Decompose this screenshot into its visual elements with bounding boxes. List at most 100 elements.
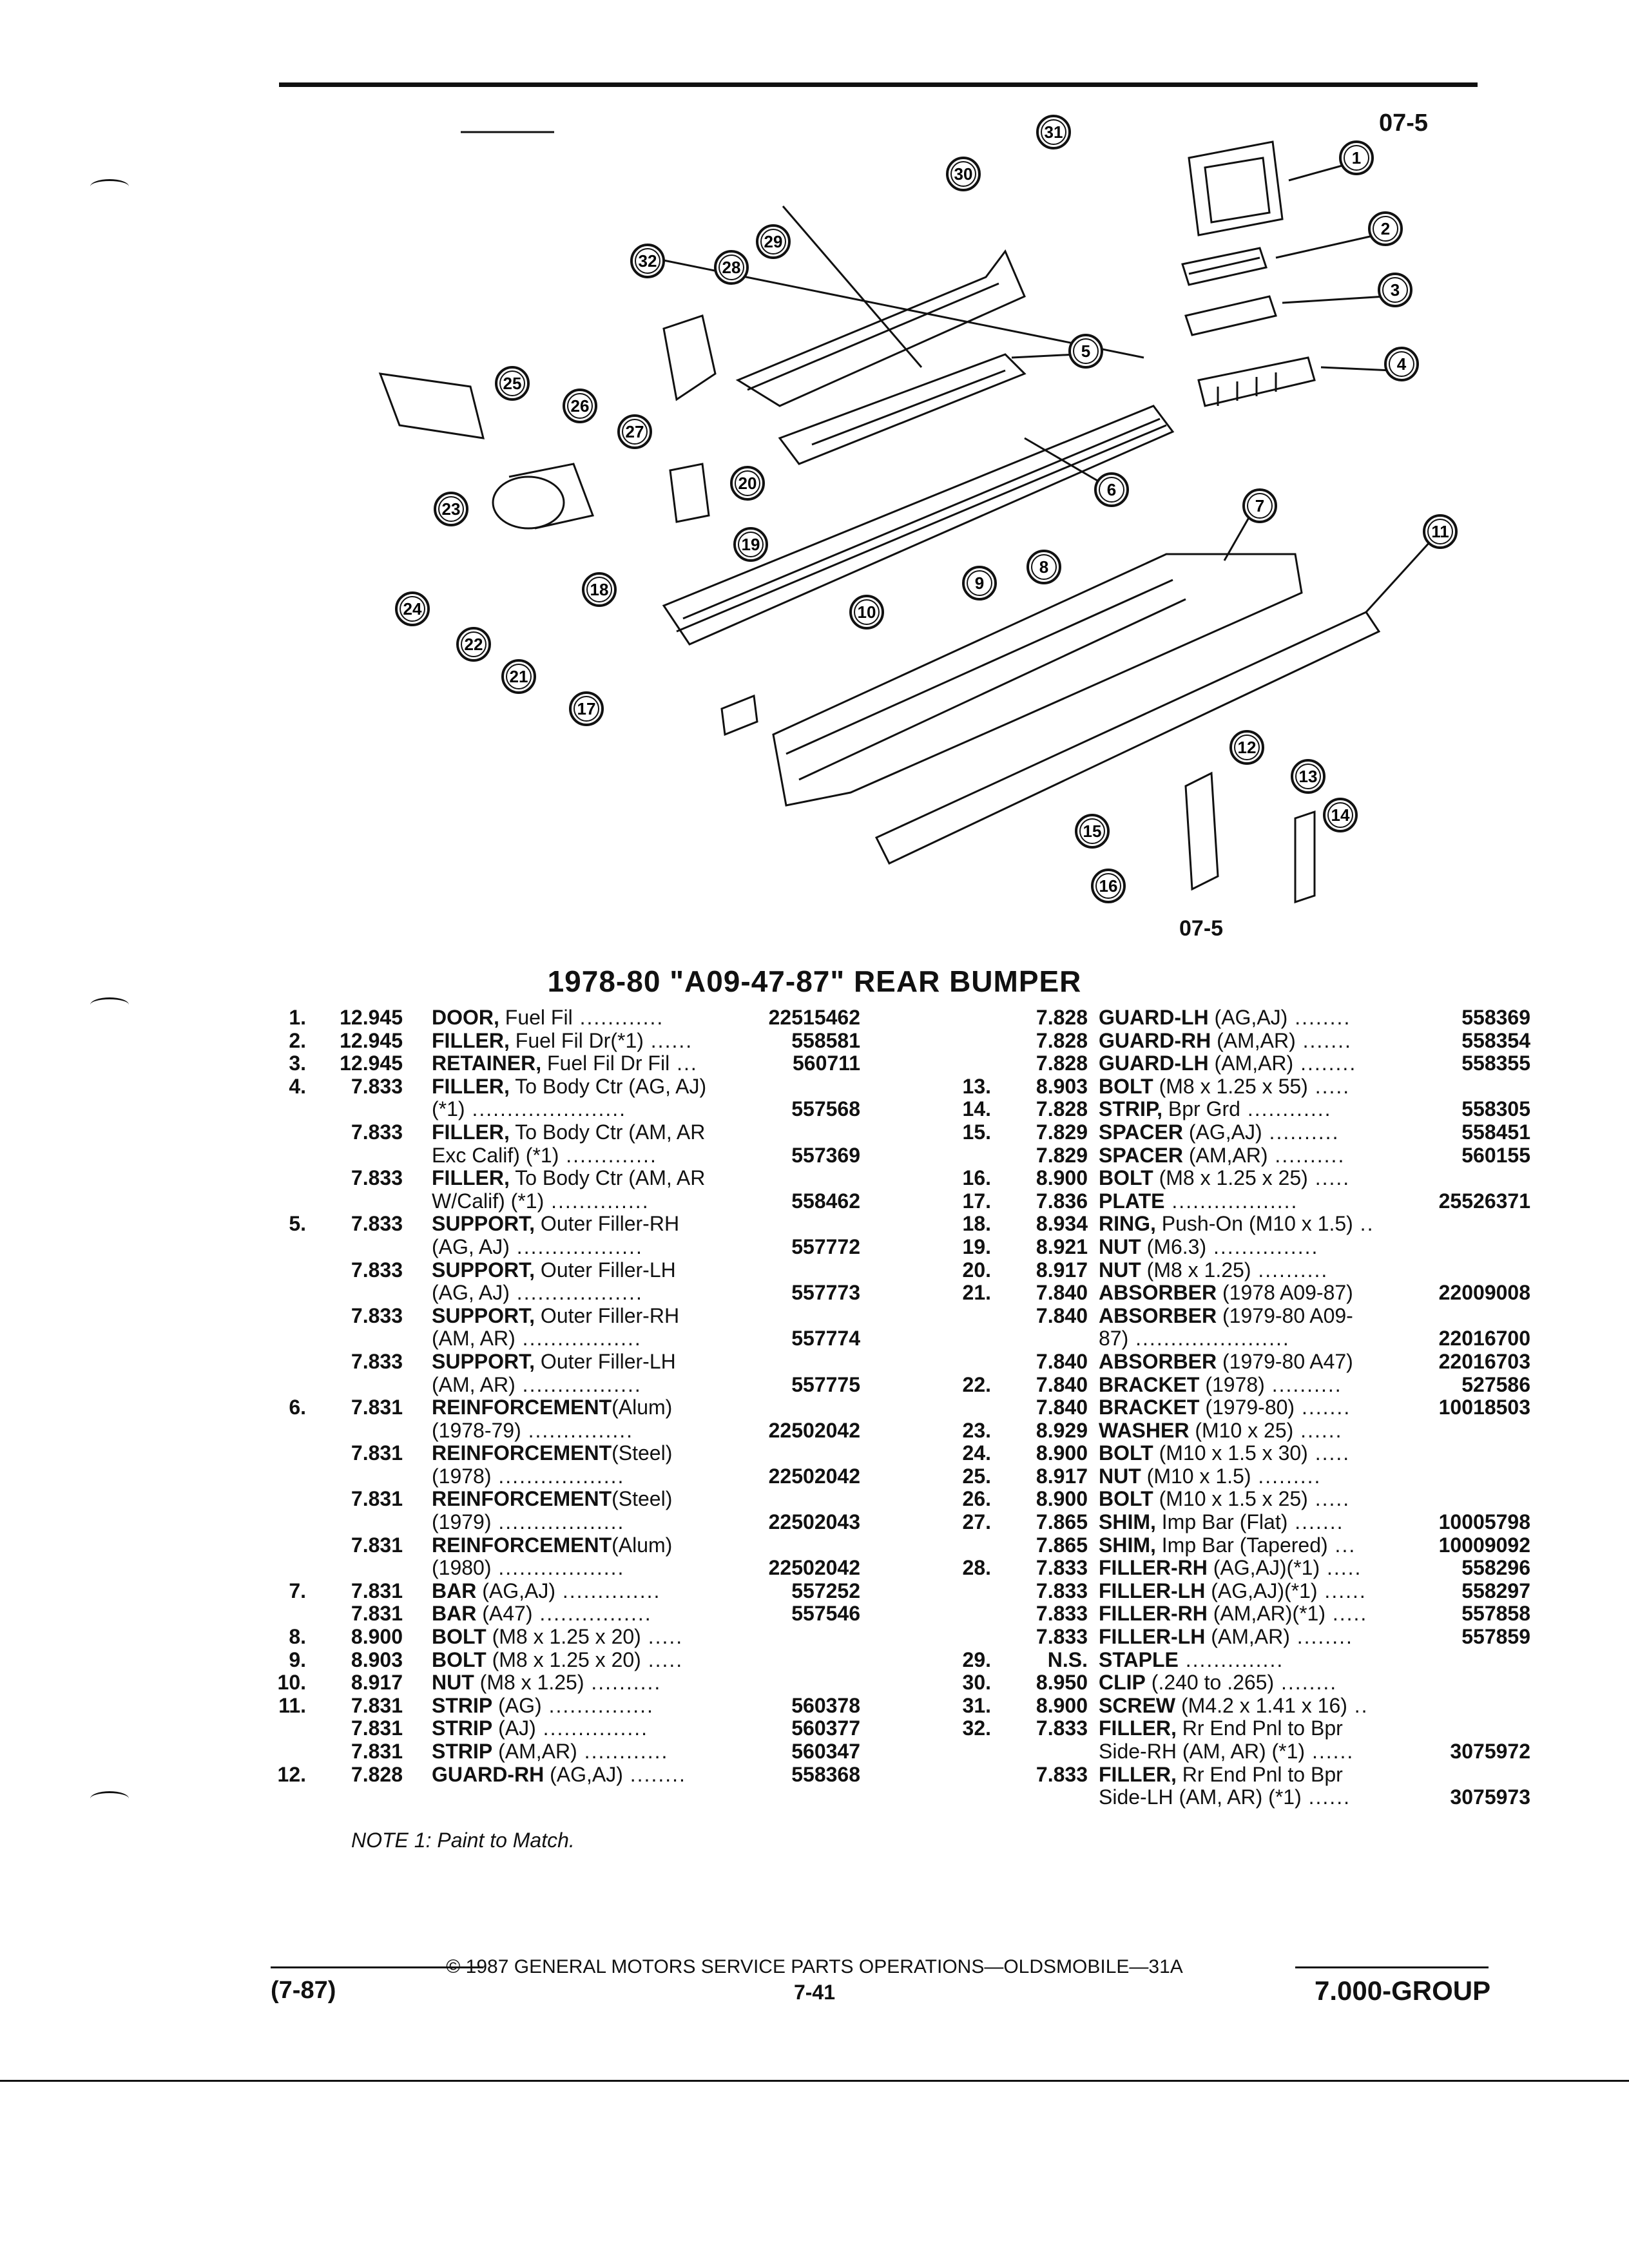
part-number: 560378 — [791, 1693, 860, 1717]
item-detail: (M10 x 1.5 x 25) — [1153, 1488, 1308, 1511]
item-name: SUPPORT, — [432, 1213, 535, 1236]
callout-label: 7 — [1255, 496, 1264, 515]
item-number: 25. — [962, 1464, 991, 1488]
item-detail: Fuel Fil Dr(*1) — [509, 1029, 644, 1052]
group-code: 7.828 — [351, 1762, 403, 1786]
leader-dots: ................. — [515, 1373, 642, 1396]
item-name: SUPPORT, — [432, 1304, 535, 1327]
part-number: 557369 — [791, 1143, 860, 1167]
group-code: 7.840 — [1036, 1281, 1088, 1305]
part-number: 22515462 — [768, 1006, 860, 1029]
part-number: 558369 — [1461, 1006, 1530, 1029]
item-name: ABSORBER — [1099, 1350, 1217, 1373]
part-number: 3075973 — [1450, 1785, 1530, 1809]
part-number: 560377 — [791, 1716, 860, 1740]
item-number: 9. — [289, 1648, 306, 1671]
callout-label: 15 — [1083, 822, 1102, 841]
callout-label: 1 — [1352, 148, 1361, 168]
callout-label: 13 — [1299, 767, 1318, 786]
item-name: SHIM, — [1099, 1511, 1156, 1534]
part-number: 22009008 — [1438, 1281, 1530, 1305]
callout-20: 20 — [730, 466, 765, 501]
item-detail: (A47) — [476, 1602, 533, 1626]
part-number: 557252 — [791, 1579, 860, 1602]
group-code: 7.831 — [351, 1396, 403, 1419]
group-code: 12.945 — [340, 1006, 403, 1029]
callout-26: 26 — [563, 389, 597, 423]
item-name: BRACKET — [1099, 1373, 1200, 1396]
group-code: 8.903 — [351, 1648, 403, 1671]
leader-dots: ... — [1327, 1533, 1356, 1557]
item-description: BOLT (M8 x 1.25 x 25) ..... — [1099, 1167, 1447, 1190]
item-description: FILLER-LH (AM,AR) ........ — [1099, 1626, 1447, 1649]
item-description: SPACER (AM,AR) .......... — [1099, 1144, 1447, 1168]
callout-label: 17 — [577, 699, 596, 718]
end-panel-filler-shape — [662, 314, 717, 401]
footer-rule-right — [1295, 1966, 1489, 1968]
item-detail: W/Calif) (*1) — [432, 1189, 545, 1213]
part-number: 558462 — [791, 1189, 860, 1213]
leader-dots: ............ — [572, 1006, 664, 1029]
item-description: RETAINER, Fuel Fil Dr Fil ... — [432, 1052, 767, 1075]
callout-29: 29 — [756, 224, 791, 259]
callout-label: 18 — [590, 580, 609, 599]
item-detail: Side-RH (AM, AR) (*1) — [1099, 1740, 1306, 1763]
callout-label: 22 — [465, 635, 483, 654]
item-number: 5. — [289, 1212, 306, 1236]
item-detail: (AG, AJ) — [432, 1235, 510, 1258]
group-code: 7.828 — [1036, 1006, 1088, 1029]
group-code: 7.833 — [351, 1349, 403, 1373]
group-code: 8.917 — [1036, 1464, 1088, 1488]
item-name: SPACER — [1099, 1120, 1183, 1144]
footer-copyright: © 1987 GENERAL MOTORS SERVICE PARTS OPER… — [446, 1956, 1183, 1977]
callout-label: 9 — [975, 573, 984, 593]
item-description: STRIP (AJ) ............... — [432, 1717, 767, 1740]
item-detail: (AG,AJ) — [476, 1579, 555, 1602]
callout-label: 31 — [1045, 122, 1063, 142]
guard-strip-shape — [1294, 810, 1316, 904]
item-description: STRIP (AG) ............... — [432, 1695, 767, 1718]
item-detail: (1978-79) — [432, 1419, 521, 1442]
item-name: SHIM, — [1099, 1533, 1156, 1557]
leader-dots: ...................... — [1128, 1327, 1290, 1350]
callout-label: 19 — [742, 535, 760, 554]
item-description: (1978) .................. — [432, 1465, 767, 1488]
group-code: 7.833 — [1036, 1556, 1088, 1580]
callout-label: 4 — [1397, 354, 1407, 374]
item-description: RING, Push-On (M10 x 1.5) .. — [1099, 1213, 1447, 1236]
group-code: 8.917 — [1036, 1258, 1088, 1282]
item-description: FILLER-RH (AG,AJ)(*1) ..... — [1099, 1557, 1447, 1580]
callout-23: 23 — [434, 492, 468, 526]
item-description: NUT (M8 x 1.25) .......... — [432, 1671, 767, 1695]
part-number: 558355 — [1461, 1052, 1530, 1075]
item-detail: Fuel Fil Dr Fil — [541, 1052, 670, 1075]
callout-label: 23 — [442, 499, 461, 519]
item-detail: (Steel) — [612, 1442, 673, 1465]
part-number: 558581 — [791, 1028, 860, 1052]
item-detail: (AM,AR) — [1208, 1052, 1294, 1075]
center-filler-shape — [1197, 356, 1316, 407]
item-description: ABSORBER (1979-80 A09- — [1099, 1305, 1447, 1328]
leader-dots: .. — [1353, 1213, 1374, 1236]
item-detail: (1979-80 A09- — [1217, 1304, 1353, 1327]
group-code: 7.831 — [351, 1716, 403, 1740]
item-number: 1. — [289, 1006, 306, 1029]
item-name: GUARD-LH — [1099, 1052, 1209, 1075]
item-detail: (M8 x 1.25) — [1141, 1258, 1251, 1282]
footer-group: 7.000-GROUP — [1315, 1975, 1491, 2006]
part-number: 558305 — [1461, 1097, 1530, 1121]
item-detail: (AM,AR) — [1205, 1626, 1290, 1649]
item-name: STRIP — [432, 1740, 493, 1763]
parts-row: (1978-79) ...............22502042 — [245, 1419, 870, 1443]
item-description: FILLER-RH (AM,AR)(*1) ..... — [1099, 1602, 1447, 1626]
